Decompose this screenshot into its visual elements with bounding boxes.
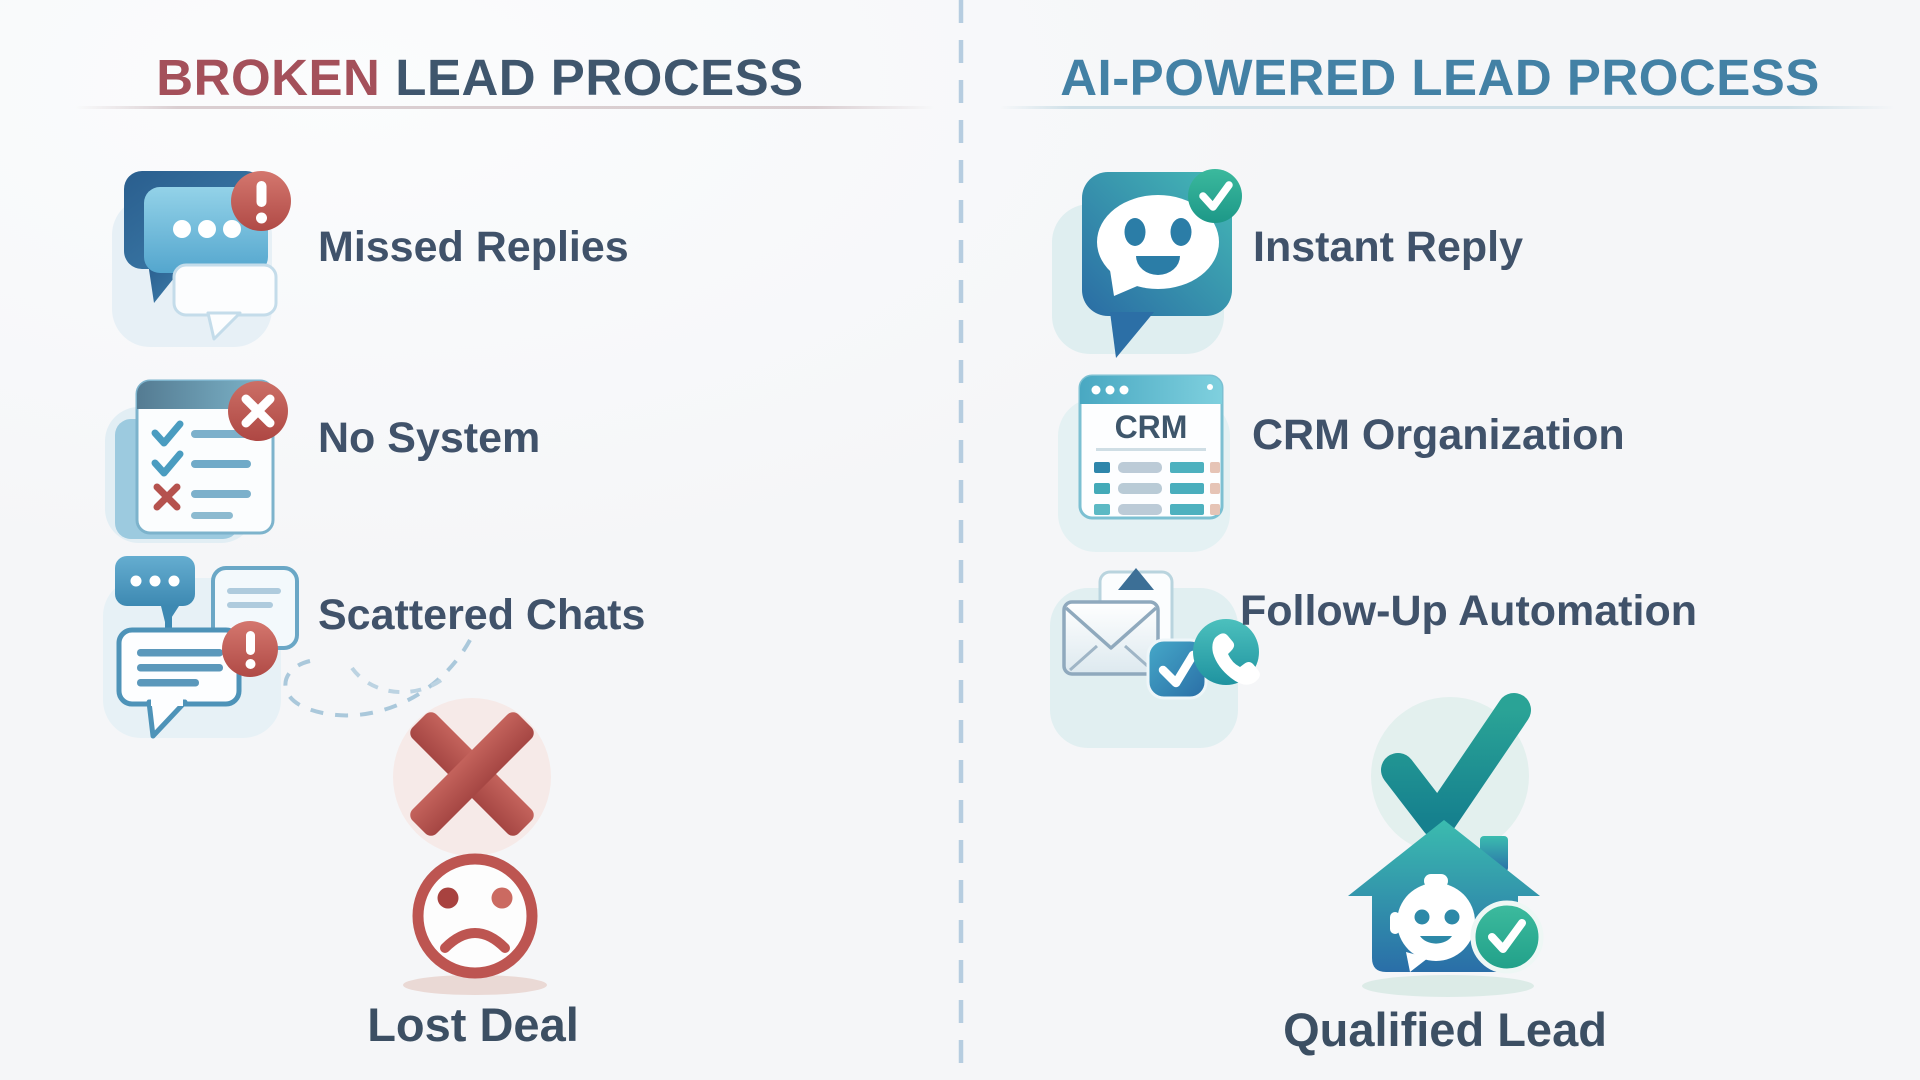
scattered-bubbles-icon bbox=[103, 556, 299, 739]
qualified-lead-label: Qualified Lead bbox=[1283, 1003, 1607, 1056]
scattered-chats-dashed-arc bbox=[350, 666, 446, 695]
chat-smile-check-icon bbox=[1052, 169, 1242, 358]
qualified-lead-graphic bbox=[1348, 693, 1544, 997]
step-label: Instant Reply bbox=[1253, 223, 1523, 271]
check-badge-icon bbox=[1188, 169, 1242, 223]
step-label: Missed Replies bbox=[318, 223, 629, 271]
cross-icon bbox=[410, 712, 534, 836]
left-title-underline bbox=[75, 106, 935, 109]
title-highlight: BROKEN bbox=[156, 49, 381, 107]
alert-badge-icon bbox=[222, 621, 278, 677]
phone-badge-icon bbox=[1193, 619, 1260, 685]
error-badge-icon bbox=[228, 381, 288, 441]
sad-face-icon bbox=[412, 853, 538, 979]
crm-window-icon: CRM bbox=[1058, 374, 1230, 552]
lost-deal-graphic bbox=[393, 698, 551, 995]
mail-phone-check-icon bbox=[1050, 568, 1260, 748]
alert-badge-icon bbox=[231, 171, 291, 231]
checklist-error-icon bbox=[105, 379, 288, 543]
step-label: No System bbox=[318, 414, 541, 462]
title-rest: LEAD PROCESS bbox=[395, 49, 804, 107]
lost-deal-label: Lost Deal bbox=[367, 998, 579, 1051]
step-label: CRM Organization bbox=[1252, 411, 1625, 459]
step-label: Follow-Up Automation bbox=[1240, 587, 1697, 635]
right-title-underline bbox=[1000, 106, 1895, 109]
crm-window-title: CRM bbox=[1115, 409, 1188, 445]
check-badge-icon bbox=[1470, 900, 1544, 974]
step-label: Scattered Chats bbox=[318, 591, 646, 639]
smart-home-bot-icon bbox=[1348, 820, 1544, 974]
chat-alert-icon bbox=[112, 171, 291, 347]
ai-process-title: AI-POWERED LEAD PROCESS bbox=[1060, 49, 1820, 107]
ai-process-column: AI-POWERED LEAD PROCESS Instant Reply bbox=[960, 0, 1920, 1080]
check-icon bbox=[1381, 693, 1531, 839]
